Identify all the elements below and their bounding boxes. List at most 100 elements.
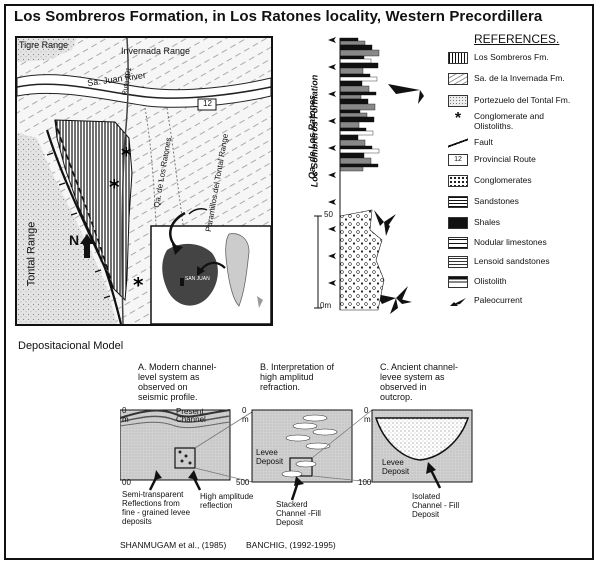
model-diagram: A. Modern channel- level system as obser… (119, 362, 590, 560)
column-bed (339, 127, 367, 132)
column-bed (339, 134, 359, 141)
column-bed (339, 76, 378, 82)
paleocurrent-arrow (328, 253, 336, 259)
paleocurrent-arrow (328, 118, 336, 124)
svg-text:*: * (133, 273, 144, 297)
paleocurrent-arrow (328, 226, 336, 232)
legend-label: Fault (474, 137, 493, 147)
vertical-hatch-swatch (448, 52, 468, 64)
legend-label: Paleocurrent (474, 295, 523, 305)
geologic-map: * * * Tigre Range Invernada Range Sa. Ju… (15, 36, 273, 326)
column-bed (339, 145, 373, 150)
map-label-route-12: 12 (203, 99, 212, 108)
map-label-tontal-range: Tontal Range (25, 221, 38, 287)
legend-label: Conglomerate and Olistoliths. (474, 111, 544, 131)
nodular-swatch (448, 237, 468, 249)
column-scale-0: 0m (320, 301, 332, 310)
panel-c-caption: C. Ancient channel- levee system as obse… (380, 362, 459, 402)
legend-label: Shales (474, 217, 500, 227)
column-label-locality: Qa. de Los Ratones (307, 94, 318, 180)
column-bed (339, 58, 372, 64)
paleocurrent-arrow (328, 199, 336, 205)
column-bed (339, 152, 365, 159)
column-bed (339, 103, 376, 111)
model-drawing (119, 409, 473, 501)
column-bed (339, 49, 380, 57)
panel-a-depth-right: 500 (236, 478, 250, 487)
paleocurrent-arrow (328, 280, 336, 286)
legend-label: Sandstones (474, 196, 519, 206)
paleocurrent-arrow (328, 64, 336, 70)
shale-swatch (448, 217, 468, 229)
paleocurrent-icon (448, 295, 468, 307)
column-bed (339, 166, 364, 172)
figure-frame (4, 4, 594, 560)
column-bed (339, 73, 371, 78)
panel-b-depth-unit: m (242, 415, 249, 424)
dotted-swatch (448, 95, 468, 107)
panel-a-depth-top: 0 (122, 406, 127, 415)
fault-icon (448, 137, 468, 149)
paleocurrent-arrow (328, 37, 336, 43)
lensoid-swatch (448, 256, 468, 268)
legend-label: Los Sombreros Fm. (474, 52, 549, 62)
column-bed (339, 94, 362, 100)
panel-c-depth-top: 0 (364, 406, 369, 415)
column-bed (339, 116, 375, 123)
column-conglomerate (339, 209, 385, 311)
column-bed (339, 91, 377, 96)
asterisk-icon: * (454, 110, 462, 127)
paleocurrent-arrow (328, 91, 336, 97)
stratigraphic-column: Los Sombreros Formation Qa. de Los Raton… (300, 30, 440, 330)
inset-label-san-juan: SAN JUAN (185, 276, 210, 282)
panel-b-credit: BANCHIG, (1992-1995) (246, 540, 336, 550)
column-bed (339, 40, 366, 46)
column-drawing (314, 37, 424, 314)
column-bed (339, 109, 361, 114)
column-bed (339, 67, 364, 75)
map-label-invernada-range: Invernada Range (121, 46, 191, 56)
panel-a-depth-unit: m (122, 415, 129, 424)
column-bed (339, 85, 370, 93)
column-bed (339, 55, 365, 60)
panel-b-note: Stackerd Channel -Fill Deposit (276, 500, 321, 527)
column-bed (339, 130, 374, 136)
panel-a-credit: SHANMUGAM et al., (1985) (120, 540, 227, 550)
legend-label: Portezuelo del Tontal Fm. (474, 95, 571, 105)
column-bed (339, 37, 359, 42)
conglomerate-swatch (448, 175, 468, 187)
legend-label: Olistolith (474, 276, 507, 286)
map-label-tigre-range: Tigre Range (19, 40, 69, 50)
legend-label: Lensoid sandstones (474, 256, 550, 266)
olistolith-swatch (448, 276, 468, 288)
model-title: Depositacional Model (18, 340, 124, 352)
references-title: REFERENCES. (474, 32, 560, 46)
legend-label: Provincial Route (474, 154, 536, 164)
column-bed (339, 62, 379, 69)
panel-b-caption: B. Interpretation of high amplitud refra… (260, 362, 335, 392)
column-bed (339, 112, 368, 118)
column-bed (339, 148, 380, 154)
panel-a-caption: A. Modern channel- level system as obser… (138, 362, 217, 402)
column-bed (339, 80, 363, 87)
legend-label: Sa. de la Invernada Fm. (474, 73, 565, 83)
panel-c-note: Isolated Channel - Fill Deposit (412, 492, 460, 519)
panel-c-depth-bottom: 100 (358, 478, 372, 487)
legend-label: Conglomerates (474, 175, 532, 185)
sandstone-swatch (448, 196, 468, 208)
svg-text:*: * (109, 175, 120, 199)
panel-a-depth-bottom: 00 (122, 478, 131, 487)
paleocurrent-rose-mid (374, 210, 396, 236)
dashed-swatch (448, 73, 468, 85)
panel-a-note-left: Semi-transparent Reflections from fine -… (122, 490, 191, 526)
paleocurrent-arrow (328, 145, 336, 151)
north-arrow-label: N (69, 232, 80, 248)
map-drawing: * * * (17, 38, 271, 324)
legend-label: Nodular limestones (474, 237, 547, 247)
column-bed (339, 139, 366, 147)
panel-c-depth-unit: m (364, 415, 371, 424)
column-bed (339, 163, 379, 168)
panel-b-levee-label: Levee Deposit (256, 448, 284, 466)
column-bed (339, 121, 360, 129)
column-bed (339, 44, 373, 51)
